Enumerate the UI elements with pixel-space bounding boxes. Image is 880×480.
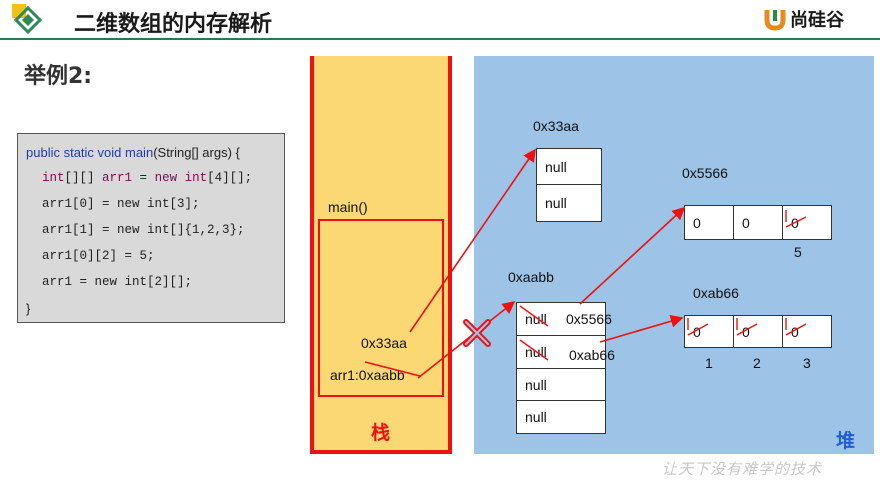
cell-value: null	[525, 376, 547, 393]
cell-value: null	[525, 311, 547, 327]
cell-value: null	[525, 409, 547, 425]
code-text: (String[] args) {	[153, 145, 240, 160]
code-line-4: arr1[1] = new int[]{1,2,3};	[42, 223, 245, 237]
strike-zero-ab66-2	[785, 323, 807, 336]
arrow-to-33aa	[409, 148, 536, 333]
code-line-3: arr1[0] = new int[3];	[42, 197, 200, 211]
code-text: [4][];	[207, 171, 253, 185]
arr-ab66-new-value-1: 2	[753, 355, 761, 371]
arr-aabb-cell: null	[516, 400, 606, 434]
arr-ab66-new-value-0: 1	[705, 355, 713, 371]
code-keyword: new	[154, 171, 178, 185]
strike-zero-ab66-1	[736, 323, 758, 336]
header-divider	[0, 38, 880, 40]
code-text: [][]	[64, 171, 103, 185]
arr-5566-cell: 0	[684, 205, 734, 240]
code-variable: arr1	[102, 171, 133, 185]
main-frame-label: main()	[328, 199, 368, 215]
strike-zero-ab66-0	[687, 323, 709, 336]
strike-null-0	[519, 305, 549, 327]
arr-33aa-cell: null	[536, 184, 602, 222]
arr-ab66-new-value-2: 3	[803, 355, 811, 371]
arr-5566-address: 0x5566	[682, 165, 728, 181]
cell-value: 0	[742, 214, 750, 231]
arr-5566-new-value: 5	[794, 244, 802, 260]
arr-aabb-address: 0xaabb	[508, 269, 554, 285]
stack-new-reference: 0x33aa	[361, 335, 407, 351]
cell-value: 0	[791, 323, 799, 340]
example-heading: 举例2:	[24, 64, 93, 89]
heap-label: 堆	[836, 430, 856, 452]
arrow-to-5566	[579, 206, 686, 305]
stack-label: 栈	[371, 422, 391, 444]
cross-icon	[463, 319, 491, 347]
arr-ab66-cell: 0	[733, 315, 783, 348]
stack-variable-arr1: arr1:0xaabb	[330, 367, 405, 383]
code-type: int	[184, 171, 208, 185]
cell-value: 0	[693, 323, 701, 340]
watermark-slogan: 让天下没有难学的技术	[662, 460, 823, 478]
main-stack-frame	[318, 219, 444, 397]
brand-u-icon	[764, 10, 786, 31]
arr-ab66-cell: 0	[782, 315, 832, 348]
diamond-logo-icon	[12, 4, 44, 36]
cell-value: null	[545, 158, 567, 175]
arr-aabb-ref-0: 0x5566	[566, 311, 612, 327]
code-line-5: arr1[0][2] = 5;	[42, 249, 155, 263]
arr-33aa-address: 0x33aa	[533, 118, 579, 134]
brand-logo: 尚硅谷	[764, 6, 844, 32]
code-line-1: public static void main(String[] args) {	[26, 145, 240, 160]
code-keyword: public static void	[26, 145, 125, 160]
arr-aabb-ref-1: 0xab66	[569, 347, 615, 363]
code-type: int	[42, 171, 65, 185]
arrow-to-ab66	[599, 315, 684, 343]
code-block: public static void main(String[] args) {…	[17, 133, 285, 323]
code-line-7: }	[26, 301, 31, 316]
code-line-6: arr1 = new int[2][];	[42, 275, 193, 289]
cell-value: null	[545, 195, 567, 211]
strike-zero-5566	[785, 216, 807, 228]
code-text: =	[132, 171, 155, 185]
brand-name: 尚硅谷	[790, 10, 844, 31]
cell-value: 0	[742, 323, 750, 340]
header-bar	[0, 0, 880, 38]
stack-region	[310, 56, 452, 454]
strike-old-reference	[364, 361, 421, 377]
code-line-2: int[][] arr1 = new int[4][];	[42, 171, 252, 185]
code-method: main	[125, 145, 154, 160]
arr-5566-cell: 0	[733, 205, 783, 240]
arr-ab66-address: 0xab66	[693, 285, 739, 301]
cell-value: 0	[693, 214, 701, 231]
page-title: 二维数组的内存解析	[74, 12, 273, 37]
strike-null-1	[519, 339, 549, 361]
